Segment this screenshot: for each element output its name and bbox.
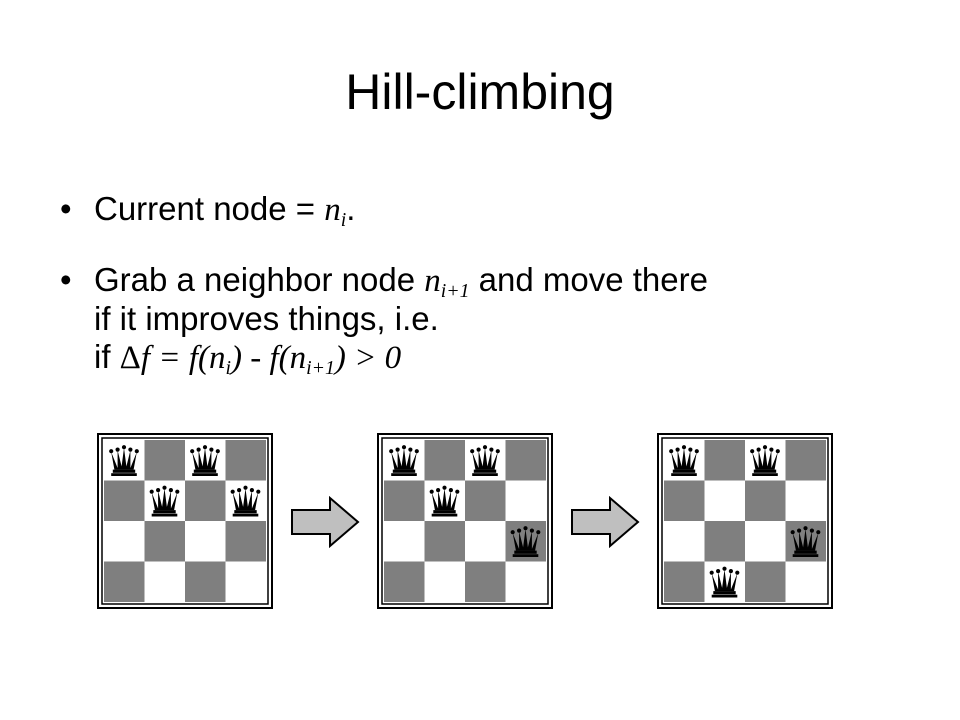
board-svg bbox=[377, 433, 553, 609]
queen-icon bbox=[470, 445, 500, 476]
chess-board-3 bbox=[657, 433, 833, 609]
bullet-text: Current node = ni. bbox=[94, 190, 356, 231]
board-square bbox=[104, 521, 145, 562]
board-square bbox=[704, 521, 745, 562]
board-square bbox=[104, 480, 145, 521]
queen-icon bbox=[389, 445, 419, 476]
board-square bbox=[745, 561, 786, 602]
board-square bbox=[465, 480, 506, 521]
board-square bbox=[785, 440, 826, 481]
board-square bbox=[664, 561, 705, 602]
queen-icon bbox=[109, 445, 139, 476]
bullet-line-1: Grab a neighbor node ni+1 and move there bbox=[94, 261, 708, 302]
board-square bbox=[505, 561, 546, 602]
board-svg bbox=[657, 433, 833, 609]
queen-icon bbox=[230, 485, 261, 517]
board-square bbox=[144, 561, 185, 602]
arrow-svg bbox=[571, 495, 640, 549]
board-square bbox=[225, 561, 266, 602]
board-square bbox=[185, 561, 226, 602]
board-square bbox=[465, 561, 506, 602]
chess-board-1 bbox=[97, 433, 273, 609]
board-square bbox=[185, 521, 226, 562]
bullet-line-3-formula: if Δf = f(ni) - f(ni+1) > 0 bbox=[94, 338, 402, 379]
queen-icon bbox=[190, 445, 220, 476]
board-square bbox=[745, 521, 786, 562]
board-square bbox=[144, 440, 185, 481]
board-square bbox=[664, 521, 705, 562]
queen-icon bbox=[149, 485, 180, 517]
bullet-dot: • bbox=[60, 261, 72, 298]
board-square bbox=[384, 521, 425, 562]
board-square bbox=[704, 440, 745, 481]
board-square bbox=[424, 521, 465, 562]
board-square bbox=[785, 561, 826, 602]
board-square bbox=[745, 480, 786, 521]
right-arrow-icon bbox=[570, 495, 640, 549]
board-square bbox=[384, 480, 425, 521]
board-square bbox=[424, 561, 465, 602]
board-square bbox=[465, 521, 506, 562]
board-square bbox=[185, 480, 226, 521]
board-square bbox=[785, 480, 826, 521]
bullet-line-2: if it improves things, i.e. bbox=[94, 300, 439, 337]
board-square bbox=[505, 480, 546, 521]
slide-title: Hill-climbing bbox=[345, 64, 615, 120]
queen-icon bbox=[429, 485, 460, 517]
bullet-text: Grab a neighbor node ni+1 and move there… bbox=[94, 261, 708, 379]
right-arrow-icon bbox=[290, 495, 360, 549]
board-square bbox=[704, 480, 745, 521]
board-square bbox=[144, 521, 185, 562]
board-square bbox=[505, 440, 546, 481]
bullet-dot: • bbox=[60, 190, 72, 227]
board-square bbox=[384, 561, 425, 602]
arrow-svg bbox=[291, 495, 360, 549]
board-square bbox=[104, 561, 145, 602]
board-square bbox=[664, 480, 705, 521]
board-svg bbox=[97, 433, 273, 609]
board-square bbox=[424, 440, 465, 481]
chess-board-2 bbox=[377, 433, 553, 609]
board-square bbox=[225, 440, 266, 481]
board-square bbox=[225, 521, 266, 562]
